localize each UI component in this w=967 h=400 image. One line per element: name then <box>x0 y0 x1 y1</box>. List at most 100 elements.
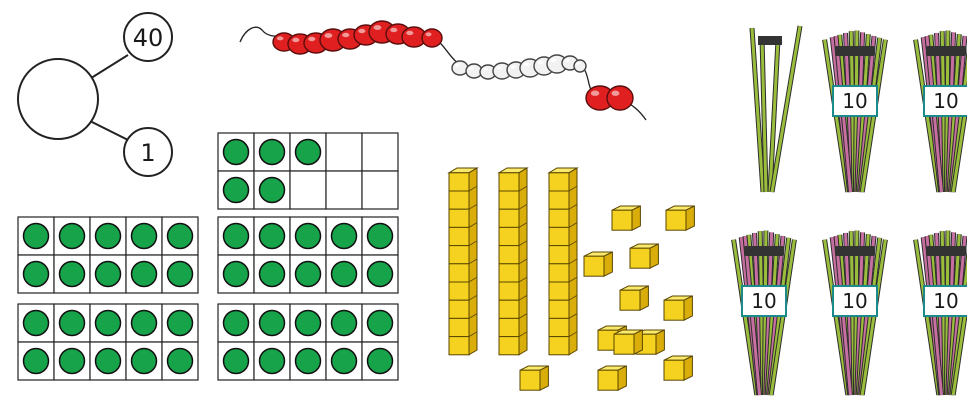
white-bead <box>546 54 568 74</box>
counter <box>166 222 194 250</box>
white-bead <box>573 59 587 73</box>
counter <box>330 260 358 288</box>
straw-band <box>926 246 966 256</box>
counter <box>22 309 50 337</box>
counter <box>330 347 358 375</box>
ones-cube <box>629 243 659 270</box>
ten-frame-cell <box>289 170 327 210</box>
ones-cube <box>611 205 641 232</box>
counter <box>258 222 286 250</box>
counter <box>22 222 50 250</box>
part-circle <box>123 12 173 62</box>
counter <box>94 222 122 250</box>
ten-frame <box>217 216 399 294</box>
counter <box>94 347 122 375</box>
counter <box>294 260 322 288</box>
bundle-tag <box>832 285 878 317</box>
counter <box>22 260 50 288</box>
counter <box>94 309 122 337</box>
counter <box>130 309 158 337</box>
ones-cube <box>613 329 643 356</box>
bead-string-thread <box>239 26 647 121</box>
part-value: 1 <box>140 139 155 167</box>
counter <box>58 260 86 288</box>
counter <box>222 176 250 204</box>
ten-frame <box>217 132 399 210</box>
counter <box>222 138 250 166</box>
counter <box>294 222 322 250</box>
part-whole-link <box>87 54 129 81</box>
ten-frame-cell <box>361 170 399 210</box>
bundle-label: 10 <box>933 89 958 113</box>
counter <box>366 347 394 375</box>
part-value: 40 <box>133 24 164 52</box>
red-bead <box>606 85 634 111</box>
counter <box>330 309 358 337</box>
counter <box>58 222 86 250</box>
counter <box>222 309 250 337</box>
whole-circle <box>17 58 99 140</box>
tens-rod <box>447 167 479 356</box>
counter <box>258 260 286 288</box>
ten-frame-cell <box>325 132 363 172</box>
bundle-label: 10 <box>933 289 958 313</box>
part-whole-model: 40 1 <box>17 12 173 177</box>
straw-bundle: 10 <box>822 230 888 396</box>
counter <box>366 309 394 337</box>
ones-cube <box>665 205 695 232</box>
bundle-label: 10 <box>842 289 867 313</box>
counter <box>58 347 86 375</box>
bundle-label: 10 <box>842 89 867 113</box>
straw-band <box>744 246 784 256</box>
counter <box>166 260 194 288</box>
ten-frame <box>217 303 399 381</box>
ones-cube <box>583 251 613 278</box>
part-circle <box>123 127 173 177</box>
tens-rod <box>547 167 579 356</box>
straw-bundle: 10 <box>822 30 888 193</box>
straw-bundle: 10 <box>731 230 797 396</box>
bead-string <box>239 20 647 121</box>
counter <box>258 176 286 204</box>
counter <box>166 309 194 337</box>
red-bead <box>421 28 443 48</box>
bundle-tag <box>923 285 967 317</box>
ones-cube <box>663 295 693 322</box>
counter <box>366 222 394 250</box>
counter <box>130 260 158 288</box>
counter <box>94 260 122 288</box>
ten-frames <box>17 132 399 381</box>
straw-band <box>835 246 875 256</box>
straw-bundle: 10 <box>913 30 967 193</box>
ones-cube <box>619 285 649 312</box>
loose-straws <box>749 25 803 193</box>
counter <box>258 309 286 337</box>
counter <box>258 138 286 166</box>
straw-band <box>758 36 782 45</box>
bundle-tag <box>923 85 967 117</box>
base-ten-blocks <box>447 167 695 392</box>
counter <box>58 309 86 337</box>
ones-cube <box>519 365 549 392</box>
ten-frame-cell <box>325 170 363 210</box>
tens-rod <box>497 167 529 356</box>
ones-cube <box>597 365 627 392</box>
red-bead <box>401 26 427 48</box>
ten-frame <box>17 216 199 294</box>
straw-band <box>835 46 875 56</box>
counter <box>258 347 286 375</box>
straw-band <box>926 46 966 56</box>
counter <box>366 260 394 288</box>
counter <box>130 347 158 375</box>
counter <box>294 138 322 166</box>
counter <box>222 222 250 250</box>
counter <box>222 347 250 375</box>
counter <box>222 260 250 288</box>
ones-cube <box>663 355 693 382</box>
counter <box>294 347 322 375</box>
counter <box>330 222 358 250</box>
straw-bundles: 10 10 10 10 10 <box>731 25 967 396</box>
counter <box>22 347 50 375</box>
straw-bundle: 10 <box>913 230 967 396</box>
